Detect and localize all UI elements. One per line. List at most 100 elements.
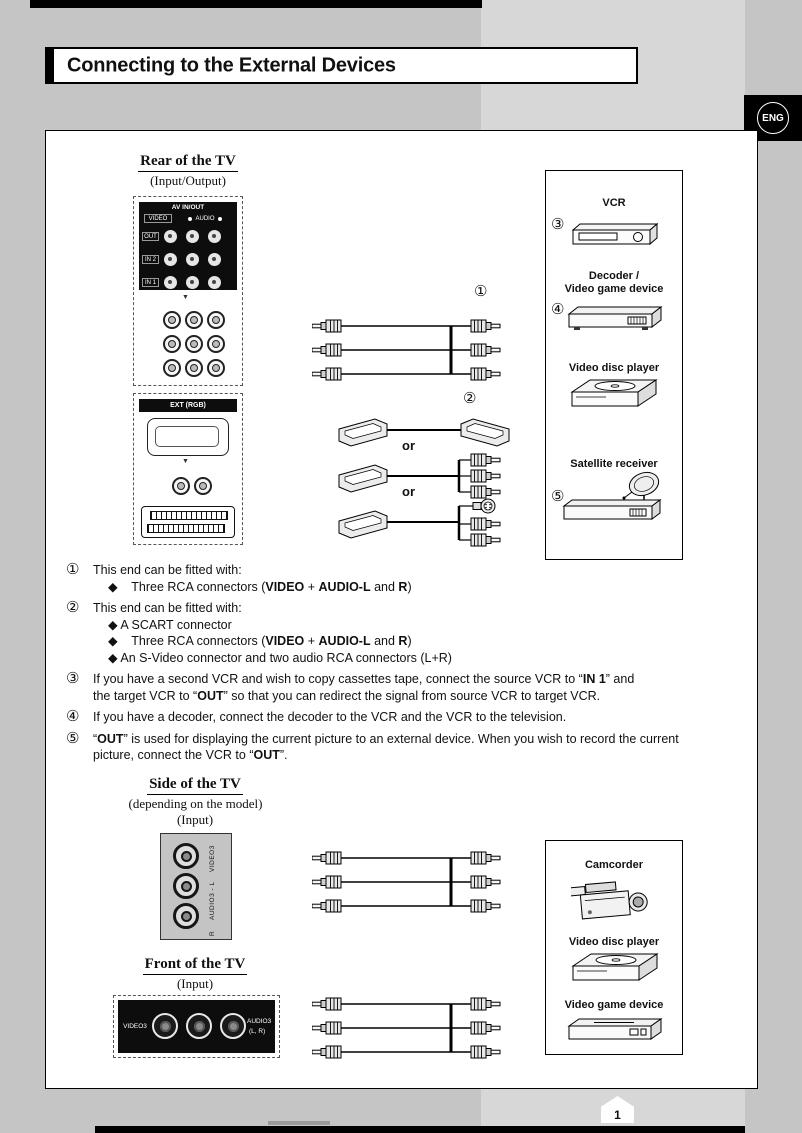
- note-4: ④ If you have a decoder, connect the dec…: [66, 708, 746, 726]
- disc-player-illustration: [570, 379, 658, 407]
- note-number: ①: [66, 561, 80, 578]
- note-5: ⑤ “OUT” is used for displaying the curre…: [66, 729, 746, 764]
- note-line: If you have a second VCR and wish to cop…: [93, 672, 635, 686]
- game-device-label: Video game device: [564, 999, 664, 1011]
- callout-1: ①: [474, 283, 488, 300]
- connector-arrow-icon: ▼: [182, 294, 189, 301]
- callout-3: ③: [551, 216, 565, 233]
- note-body: If you have a second VCR and wish to cop…: [93, 671, 634, 704]
- rca-jack: [194, 477, 212, 495]
- title-box: Connecting to the External Devices: [45, 47, 638, 84]
- note-line: ◆ A SCART connector: [108, 617, 232, 632]
- rear-devices-box: VCR ③ Decoder / Video game device ④ Vide…: [545, 170, 683, 560]
- ext-scart-socket: [147, 418, 229, 456]
- av-panel-audio-label: AUDIO: [195, 215, 215, 222]
- page-number: 1: [614, 1108, 621, 1122]
- note-body: This end can be fitted with: ◆ A SCART c…: [93, 600, 452, 666]
- side-panel-video-label: VIDEO3: [209, 845, 216, 872]
- note-number: ⑤: [66, 729, 80, 747]
- scart-cables-illustration: [338, 418, 510, 547]
- av-panel-in1-label: IN 1: [142, 278, 159, 287]
- note-body: If you have a decoder, connect the decod…: [93, 709, 566, 726]
- note-1: ① This end can be fitted with: ◆ Three R…: [66, 561, 746, 595]
- av-panel-audio-group: AUDIO: [176, 214, 234, 223]
- rca-jack: [185, 359, 203, 377]
- rear-heading-text: Rear of the TV: [138, 153, 238, 172]
- front-subheading: (Input): [176, 976, 214, 991]
- rca-jack: [207, 359, 225, 377]
- rca-jack: [163, 311, 181, 329]
- rca-cables-illustration: [312, 996, 502, 1060]
- scart-pin-row: [147, 524, 225, 533]
- top-rule: [30, 0, 482, 8]
- note-2: ② This end can be fitted with: ◆ A SCART…: [66, 599, 746, 666]
- side-heading-text: Side of the TV: [147, 776, 243, 795]
- vcr-label: VCR: [602, 197, 626, 209]
- front-panel-video-label: VIDEO3: [123, 1023, 147, 1030]
- rca-cables-illustration: [312, 850, 502, 914]
- side-heading: Side of the TV: [120, 775, 270, 795]
- av-panel-in2-label: IN 2: [142, 255, 159, 264]
- rca-jack: [185, 252, 199, 266]
- game-device-illustration: [567, 1018, 663, 1040]
- camcorder-illustration: [571, 881, 648, 920]
- note-line: picture, connect the VCR to “OUT”.: [93, 748, 288, 762]
- vcr-illustration: [571, 222, 659, 246]
- connector-arrow-icon: ▼: [182, 458, 189, 465]
- callout-2: ②: [463, 390, 477, 407]
- side-subheading-2: (Input): [176, 812, 214, 827]
- print-artifact: [268, 1121, 330, 1125]
- rca-jack: [207, 275, 221, 289]
- decoder-label-1: Decoder /: [588, 270, 640, 282]
- audio-l-dot-icon: [188, 216, 193, 221]
- decoder-illustration: [567, 305, 663, 330]
- side-devices-box: Camcorder Video disc player Video game d…: [545, 840, 683, 1055]
- note-3: ③ If you have a second VCR and wish to c…: [66, 670, 746, 704]
- satellite-label: Satellite receiver: [570, 458, 658, 470]
- language-badge-circle: ENG: [757, 102, 789, 134]
- side-panel-audio-label: AUDIO3 - L: [209, 881, 216, 920]
- rear-ext-panel-group: EXT (RGB) ▼: [133, 393, 243, 545]
- title-accent-bar: [47, 49, 54, 82]
- rca-jack: [173, 873, 199, 899]
- rca-jack: [220, 1013, 246, 1039]
- decoder-label-2: Video game device: [564, 283, 664, 295]
- rca-jack: [173, 843, 199, 869]
- rear-subheading: (Input/Output): [150, 173, 226, 188]
- note-line: the target VCR to “OUT” so that you can …: [93, 688, 601, 703]
- disc-player-label: Video disc player: [568, 936, 660, 948]
- note-line: ◆ Three RCA connectors (VIDEO + AUDIO-L …: [108, 634, 412, 648]
- note-line: ◆ Three RCA connectors (VIDEO + AUDIO-L …: [108, 579, 412, 594]
- disc-player-label: Video disc player: [568, 362, 660, 374]
- av-panel-out-label: OUT: [142, 232, 159, 241]
- rca-cables-illustration: [312, 318, 502, 382]
- rca-jack: [173, 903, 199, 929]
- note-body: “OUT” is used for displaying the current…: [93, 731, 679, 764]
- front-heading: Front of the TV: [120, 955, 270, 975]
- bottom-rule: [95, 1126, 745, 1133]
- side-panel-r-label: R: [209, 930, 216, 936]
- note-line: “OUT” is used for displaying the current…: [93, 731, 679, 746]
- note-body: This end can be fitted with: ◆ Three RCA…: [93, 562, 412, 595]
- page-title: Connecting to the External Devices: [67, 54, 396, 76]
- rca-jack: [207, 229, 221, 243]
- ext-scart-socket-inner: [155, 426, 219, 447]
- rear-heading: Rear of the TV: [133, 152, 243, 172]
- front-panel-group: VIDEO3 AUDIO3 (L, R): [113, 995, 280, 1058]
- rca-jack: [185, 275, 199, 289]
- note-number: ②: [66, 599, 80, 616]
- rca-jack: [207, 252, 221, 266]
- av-panel-header: AV IN/OUT: [171, 204, 205, 211]
- note-line: This end can be fitted with:: [93, 563, 242, 577]
- side-subheading: (depending on the model): [128, 796, 263, 811]
- rca-jack: [163, 252, 177, 266]
- audio-r-dot-icon: [217, 216, 222, 221]
- or-label-2: or: [402, 484, 415, 499]
- side-panel: VIDEO3 AUDIO3 - L R: [160, 833, 232, 940]
- rca-jack: [163, 275, 177, 289]
- or-label-1: or: [402, 438, 415, 453]
- rca-jack: [163, 359, 181, 377]
- rca-jack: [152, 1013, 178, 1039]
- av-panel-video-label: VIDEO: [144, 214, 172, 223]
